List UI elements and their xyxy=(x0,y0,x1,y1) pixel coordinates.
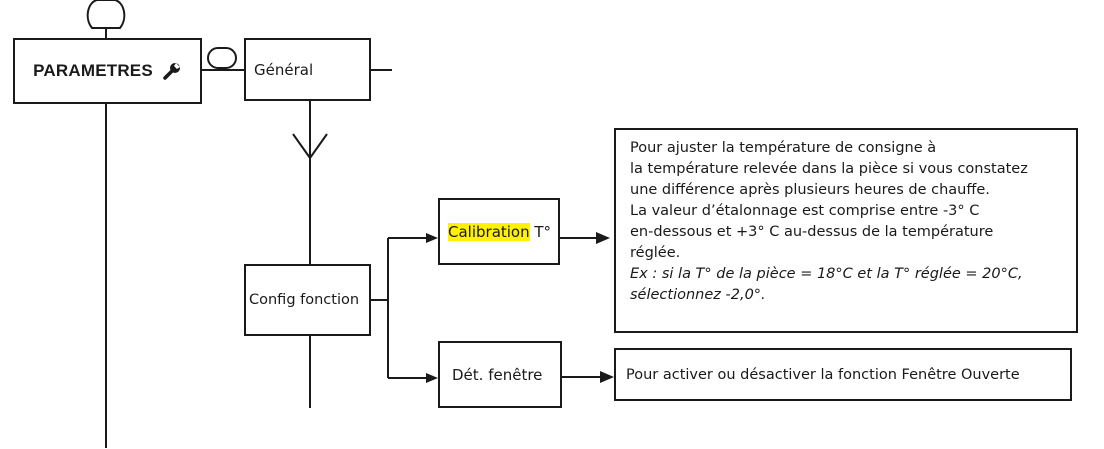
down-chevron-icon xyxy=(292,133,328,160)
calibration-label-rest: T° xyxy=(529,222,552,241)
arrow-head-calibration-info xyxy=(596,232,610,244)
det-fenetre-info-text: Pour activer ou désactiver la fonction F… xyxy=(626,366,1020,383)
det-fenetre-box[interactable]: Dét. fenêtre xyxy=(438,341,562,408)
parametres-box[interactable]: PARAMETRES xyxy=(13,38,202,104)
arrow-head-calibration xyxy=(426,233,438,243)
calibration-info-panel: Pour ajuster la température de consigne … xyxy=(614,128,1078,333)
arrow-head-det-fenetre xyxy=(426,373,438,383)
general-label: Général xyxy=(254,60,314,79)
calibration-box[interactable]: Calibration T° xyxy=(438,198,560,265)
info-line: la température relevée dans la pièce si … xyxy=(630,161,1028,177)
config-fonction-label: Config fonction xyxy=(249,292,360,308)
general-box[interactable]: Général xyxy=(244,38,371,101)
wrench-icon xyxy=(162,61,182,81)
calibration-label: Calibration T° xyxy=(448,222,552,241)
info-example-line: Ex : si la T° de la pièce = 18°C et la T… xyxy=(630,266,1023,282)
info-line: en-dessous et +3° C au-dessus de la temp… xyxy=(630,224,994,240)
calibration-label-highlight: Calibration xyxy=(448,222,530,241)
arrow-head-det-fenetre-info xyxy=(600,371,614,383)
det-fenetre-label: Dét. fenêtre xyxy=(452,365,543,384)
info-line: La valeur d’étalonnage est comprise entr… xyxy=(630,203,980,219)
info-line: Pour ajuster la température de consigne … xyxy=(630,140,937,156)
info-line: une différence après plusieurs heures de… xyxy=(630,182,990,198)
param-general-pill xyxy=(207,47,237,69)
start-terminal xyxy=(86,0,126,29)
det-fenetre-info-panel: Pour activer ou désactiver la fonction F… xyxy=(614,348,1072,401)
config-fonction-box[interactable]: Config fonction xyxy=(244,264,371,336)
info-example-line: sélectionnez -2,0°. xyxy=(630,287,766,303)
parametres-label: PARAMETRES xyxy=(33,61,153,80)
info-line: réglée. xyxy=(630,245,681,261)
